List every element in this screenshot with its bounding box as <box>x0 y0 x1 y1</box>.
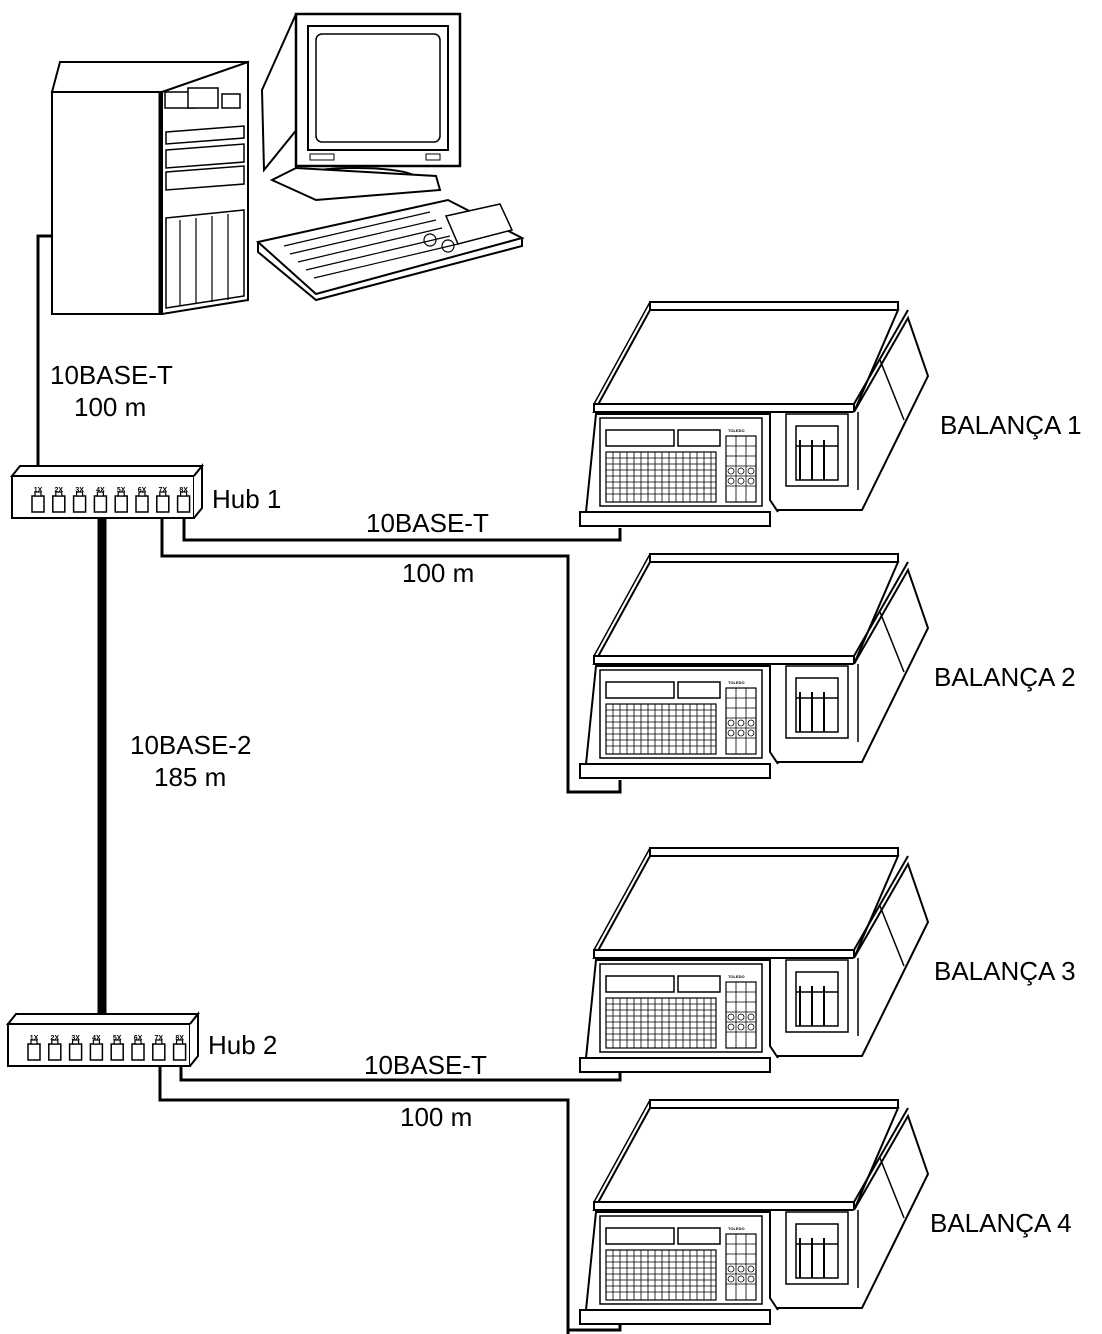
hub1-link-length-label: 100 m <box>402 558 474 588</box>
hub2-label: Hub 2 <box>208 1030 277 1060</box>
scale-3-label: BALANÇA 3 <box>934 956 1076 986</box>
monitor <box>262 14 460 200</box>
backbone-type-label: 10BASE-2 <box>130 730 251 760</box>
cable-hub2-to-scale4 <box>160 1064 620 1334</box>
scale-device-2 <box>580 554 928 778</box>
hub2-link-length-label: 100 m <box>400 1102 472 1132</box>
scale-1-label: BALANÇA 1 <box>940 410 1082 440</box>
keyboard <box>258 200 522 300</box>
scale-2-label: BALANÇA 2 <box>934 662 1076 692</box>
pc-link-length-label: 100 m <box>74 392 146 422</box>
scale-device-1 <box>580 302 928 526</box>
hub1-label: Hub 1 <box>212 484 281 514</box>
hub1-link-type-label: 10BASE-T <box>366 508 489 538</box>
pc-link-type-label: 10BASE-T <box>50 360 173 390</box>
scale-device-4 <box>580 1100 928 1324</box>
backbone-length-label: 185 m <box>154 762 226 792</box>
computer-tower <box>52 62 248 314</box>
scale-device-3 <box>580 848 928 1072</box>
hub2-link-type-label: 10BASE-T <box>364 1050 487 1080</box>
scale-4-label: BALANÇA 4 <box>930 1208 1072 1238</box>
